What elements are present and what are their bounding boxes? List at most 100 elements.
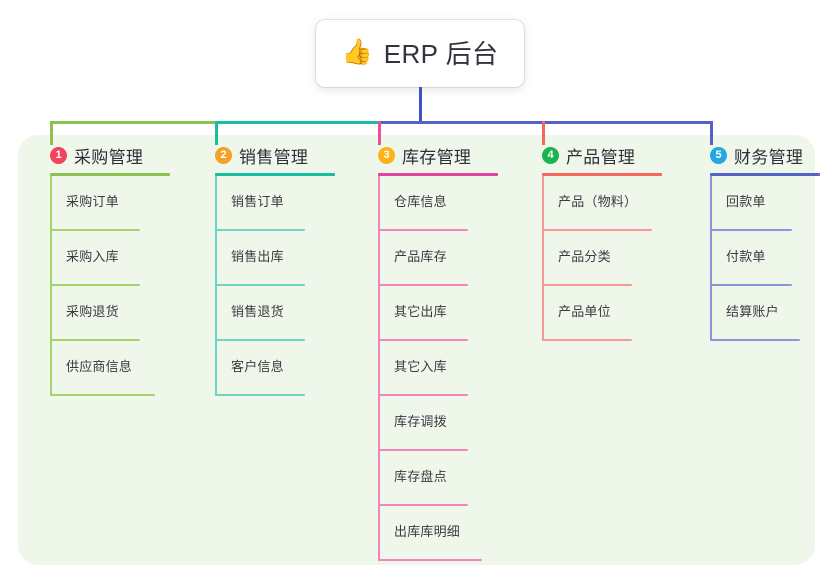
branch-item-underline [378, 284, 468, 286]
branch-item[interactable]: 产品单位 [522, 286, 672, 341]
connector-drop-2 [214, 121, 218, 145]
branch-item-underline [378, 394, 468, 396]
branch-underline-2 [215, 173, 335, 176]
branch-item-underline [378, 559, 482, 561]
branch-item[interactable]: 销售退货 [195, 286, 345, 341]
branch-item-underline [50, 394, 155, 396]
branch-item[interactable]: 销售出库 [195, 231, 345, 286]
branch-item-label: 产品单位 [558, 304, 611, 319]
branch-item-underline [378, 449, 468, 451]
branch-item[interactable]: 销售订单 [195, 176, 345, 231]
branch-item[interactable]: 其它入库 [358, 341, 508, 396]
connector-bar-segment-2 [214, 121, 381, 124]
branch-item-label: 销售订单 [231, 194, 284, 209]
branch-item[interactable]: 客户信息 [195, 341, 345, 396]
branch-item[interactable]: 结算账户 [690, 286, 830, 341]
branch-item[interactable]: 采购退货 [30, 286, 180, 341]
branch-spine-5 [710, 176, 712, 341]
branch-item-label: 产品（物料） [558, 194, 638, 209]
branch-item-label: 仓库信息 [394, 194, 447, 209]
branch-item[interactable]: 采购订单 [30, 176, 180, 231]
branch-spine-4 [542, 176, 544, 341]
branch-item[interactable]: 产品库存 [358, 231, 508, 286]
root-title: ERP 后台 [383, 39, 499, 69]
branch-badge-3: 3 [378, 146, 395, 164]
branch-item-label: 客户信息 [231, 359, 284, 374]
branch-item-underline [710, 229, 792, 231]
branch-underline-1 [50, 173, 170, 176]
branch-underline-5 [710, 173, 820, 176]
branch-item-label: 其它出库 [394, 304, 447, 319]
branch-item-underline [378, 229, 468, 231]
branch-badge-2: 2 [215, 146, 232, 164]
branch-item[interactable]: 库存调拨 [358, 396, 508, 451]
branch-header-1[interactable]: 1 采购管理 [30, 143, 180, 167]
branch-item[interactable]: 其它出库 [358, 286, 508, 341]
branch-item[interactable]: 产品（物料） [522, 176, 672, 231]
branch-item-label: 产品分类 [558, 249, 611, 264]
branch-item[interactable]: 仓库信息 [358, 176, 508, 231]
root-node[interactable]: 👍 ERP 后台 [316, 20, 524, 87]
branch-item[interactable]: 产品分类 [522, 231, 672, 286]
branch-item-underline [542, 229, 652, 231]
branch-item-underline [542, 284, 632, 286]
connector-bar-segment-1 [49, 121, 218, 124]
connector-drop-1 [49, 121, 53, 145]
branch-item-underline [215, 229, 305, 231]
branch-item-label: 销售退货 [231, 304, 284, 319]
branch-item-label: 采购订单 [66, 194, 119, 209]
connector-drop-3 [377, 121, 381, 145]
branch-underline-3 [378, 173, 498, 176]
connector-bar-segment-3 [377, 121, 713, 124]
branch-item-underline [215, 339, 305, 341]
branch-items-2: 销售订单销售出库销售退货客户信息 [195, 176, 345, 396]
branch-item-label: 其它入库 [394, 359, 447, 374]
branch-item-underline [378, 339, 468, 341]
branch-item-label: 供应商信息 [66, 359, 133, 374]
branch-header-3[interactable]: 3 库存管理 [358, 143, 508, 167]
branch-title-1: 采购管理 [74, 147, 144, 167]
branch-spine-1 [50, 176, 52, 396]
root-node-content: 👍 ERP 后台 [342, 34, 499, 71]
branch-item-underline [50, 284, 140, 286]
thumbs-up-icon: 👍 [341, 38, 373, 66]
root-stem-line [418, 87, 422, 124]
connector-drop-4 [541, 121, 545, 145]
branch-item[interactable]: 库存盘点 [358, 451, 508, 506]
branch-header-2[interactable]: 2 销售管理 [195, 143, 345, 167]
branch-title-3: 库存管理 [402, 147, 472, 167]
branch-item-label: 回款单 [726, 194, 766, 209]
branch-item-label: 出库库明细 [394, 524, 461, 539]
branch-column-1: 1 采购管理采购订单采购入库采购退货供应商信息 [30, 143, 180, 396]
branch-item-label: 产品库存 [394, 249, 447, 264]
branch-item-underline [215, 394, 305, 396]
branch-items-4: 产品（物料） 产品分类产品单位 [522, 176, 672, 341]
branch-item[interactable]: 回款单 [690, 176, 830, 231]
branch-underline-4 [542, 173, 662, 176]
connector-drop-5 [709, 121, 713, 145]
branch-item[interactable]: 出库库明细 [358, 506, 508, 561]
branch-item-label: 付款单 [726, 249, 766, 264]
branch-column-2: 2 销售管理销售订单销售出库销售退货客户信息 [195, 143, 345, 396]
branch-badge-1: 1 [50, 146, 67, 164]
branch-item[interactable]: 采购入库 [30, 231, 180, 286]
diagram-panel [18, 135, 815, 565]
branch-item-underline [710, 339, 800, 341]
branch-item-label: 库存调拨 [394, 414, 447, 429]
branch-item-label: 采购入库 [66, 249, 119, 264]
branch-item[interactable]: 付款单 [690, 231, 830, 286]
branch-items-5: 回款单付款单结算账户 [690, 176, 830, 341]
branch-item-label: 采购退货 [66, 304, 119, 319]
branch-badge-4: 4 [542, 146, 559, 164]
branch-title-2: 销售管理 [239, 147, 309, 167]
branch-items-3: 仓库信息产品库存其它出库其它入库库存调拨库存盘点出库库明细 [358, 176, 508, 561]
branch-item-underline [542, 339, 632, 341]
branch-spine-2 [215, 176, 217, 396]
branch-item-underline [710, 284, 792, 286]
branch-item[interactable]: 供应商信息 [30, 341, 180, 396]
branch-item-underline [50, 229, 140, 231]
